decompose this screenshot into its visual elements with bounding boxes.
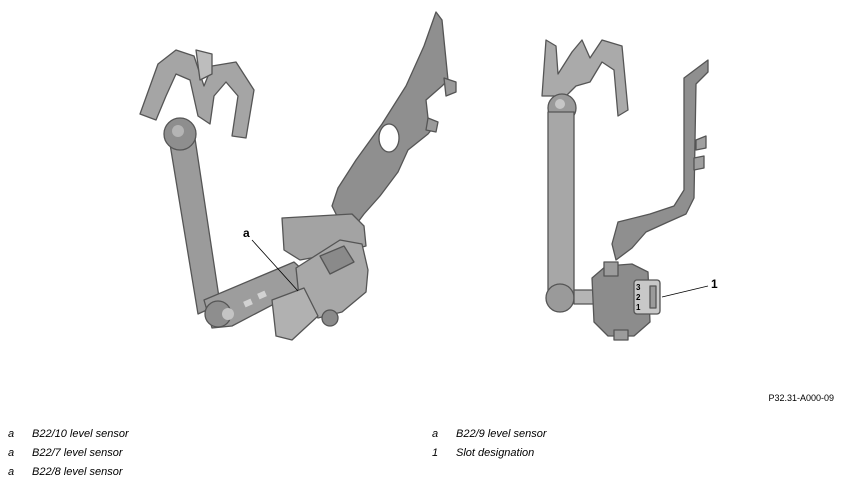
legend-text: B22/10 level sensor [32,428,129,440]
legend-right-column: a B22/9 level sensor 1 Slot designation [432,425,547,463]
legend-item: a B22/7 level sensor [8,444,129,463]
legend-text: B22/8 level sensor [32,466,123,478]
left-bracket-hole [378,123,400,153]
legend-item: a B22/8 level sensor [8,463,129,482]
right-sensor-assembly [541,39,709,341]
legend-text: B22/9 level sensor [456,428,547,440]
left-sensor-assembly [139,11,457,341]
legend-text: Slot designation [456,447,535,459]
legend-text: B22/7 level sensor [32,447,123,459]
right-mounting-bracket [611,59,709,261]
legend-key: a [432,428,439,440]
right-ball-joint-bottom [545,283,575,313]
left-coupling-rod [167,131,221,315]
left-sensor-connector [271,287,319,341]
left-bracket-tab [425,117,439,133]
legend-key: a [8,447,15,459]
slot-number-2: 2 [636,293,641,302]
legend-item: a B22/10 level sensor [8,425,129,444]
left-spring-clip [139,49,255,139]
legend-left-column: a B22/10 level sensor a B22/7 level sens… [8,425,129,482]
callout-1: 1 [711,277,718,291]
level-sensor-illustration: a 3 2 1 1 [139,11,718,341]
callout-a-leader [251,239,299,292]
slot-number-3: 3 [636,283,641,292]
right-spring-clip [541,39,629,117]
callout-a: a [243,226,250,240]
slot-number-1: 1 [636,303,641,312]
legend-key: a [8,428,15,440]
left-bracket-tab [443,77,457,97]
legend-item: 1 Slot designation [432,444,547,463]
right-coupling-rod [547,111,575,299]
left-mounting-bracket [331,11,449,231]
legend-item: a B22/9 level sensor [432,425,547,444]
legend-key: a [8,466,15,478]
callout-1-leader [661,285,709,298]
figure-reference: P32.31-A000-09 [768,393,834,403]
legend-key: 1 [432,447,439,459]
